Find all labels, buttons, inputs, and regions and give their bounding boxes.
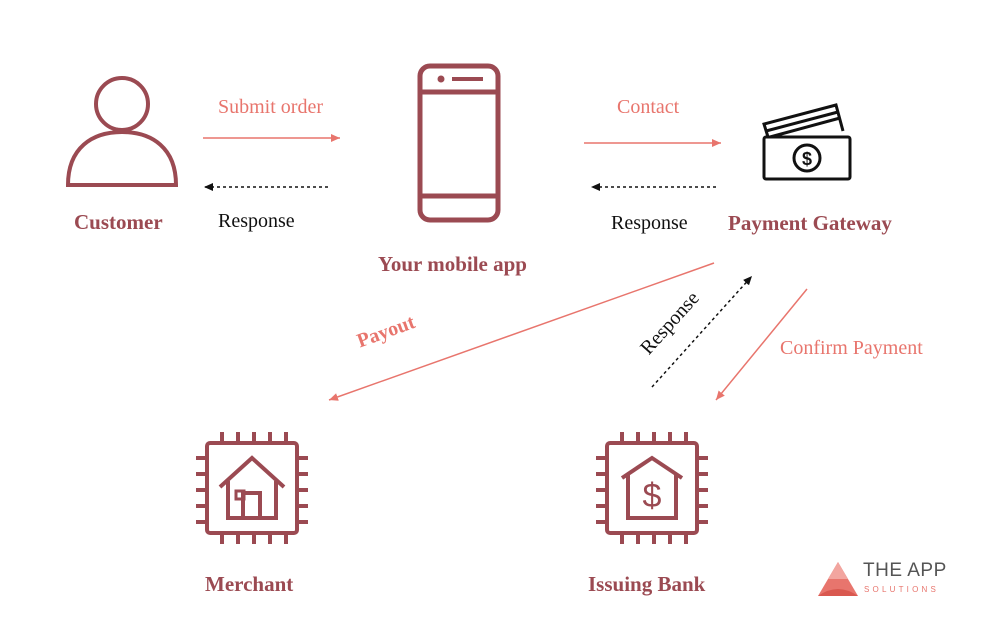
brand-name: THE APP [863, 560, 947, 581]
smartphone-icon [417, 63, 501, 223]
payment-gateway-label: Payment Gateway [728, 211, 892, 235]
brand-sub: SOLUTIONS [864, 585, 940, 594]
arrow-response-bank [651, 275, 753, 388]
response-gateway-label: Response [611, 212, 688, 234]
contact-label: Contact [617, 96, 680, 118]
arrow-confirm-payment [715, 288, 808, 401]
person-icon [65, 76, 179, 187]
dollar-glyph: $ [802, 149, 812, 169]
bank-dollar-glyph: $ [643, 477, 662, 515]
arrow-payout [328, 262, 715, 401]
response-customer-label: Response [218, 210, 295, 232]
chip-bank-dollar-icon [596, 432, 708, 544]
chip-house-icon [196, 432, 308, 544]
mobile-app-label: Your mobile app [378, 252, 527, 276]
the-app-solutions-logo: THE APP SOLUTIONS [816, 560, 956, 600]
submit-order-label: Submit order [218, 96, 323, 118]
issuing-bank-label: Issuing Bank [588, 572, 706, 596]
logo-triangle-icon [818, 562, 858, 596]
confirm-payment-label: Confirm Payment [780, 337, 923, 359]
customer-label: Customer [74, 210, 163, 234]
credit-cards-dollar-icon [762, 103, 852, 181]
merchant-label: Merchant [205, 572, 294, 596]
